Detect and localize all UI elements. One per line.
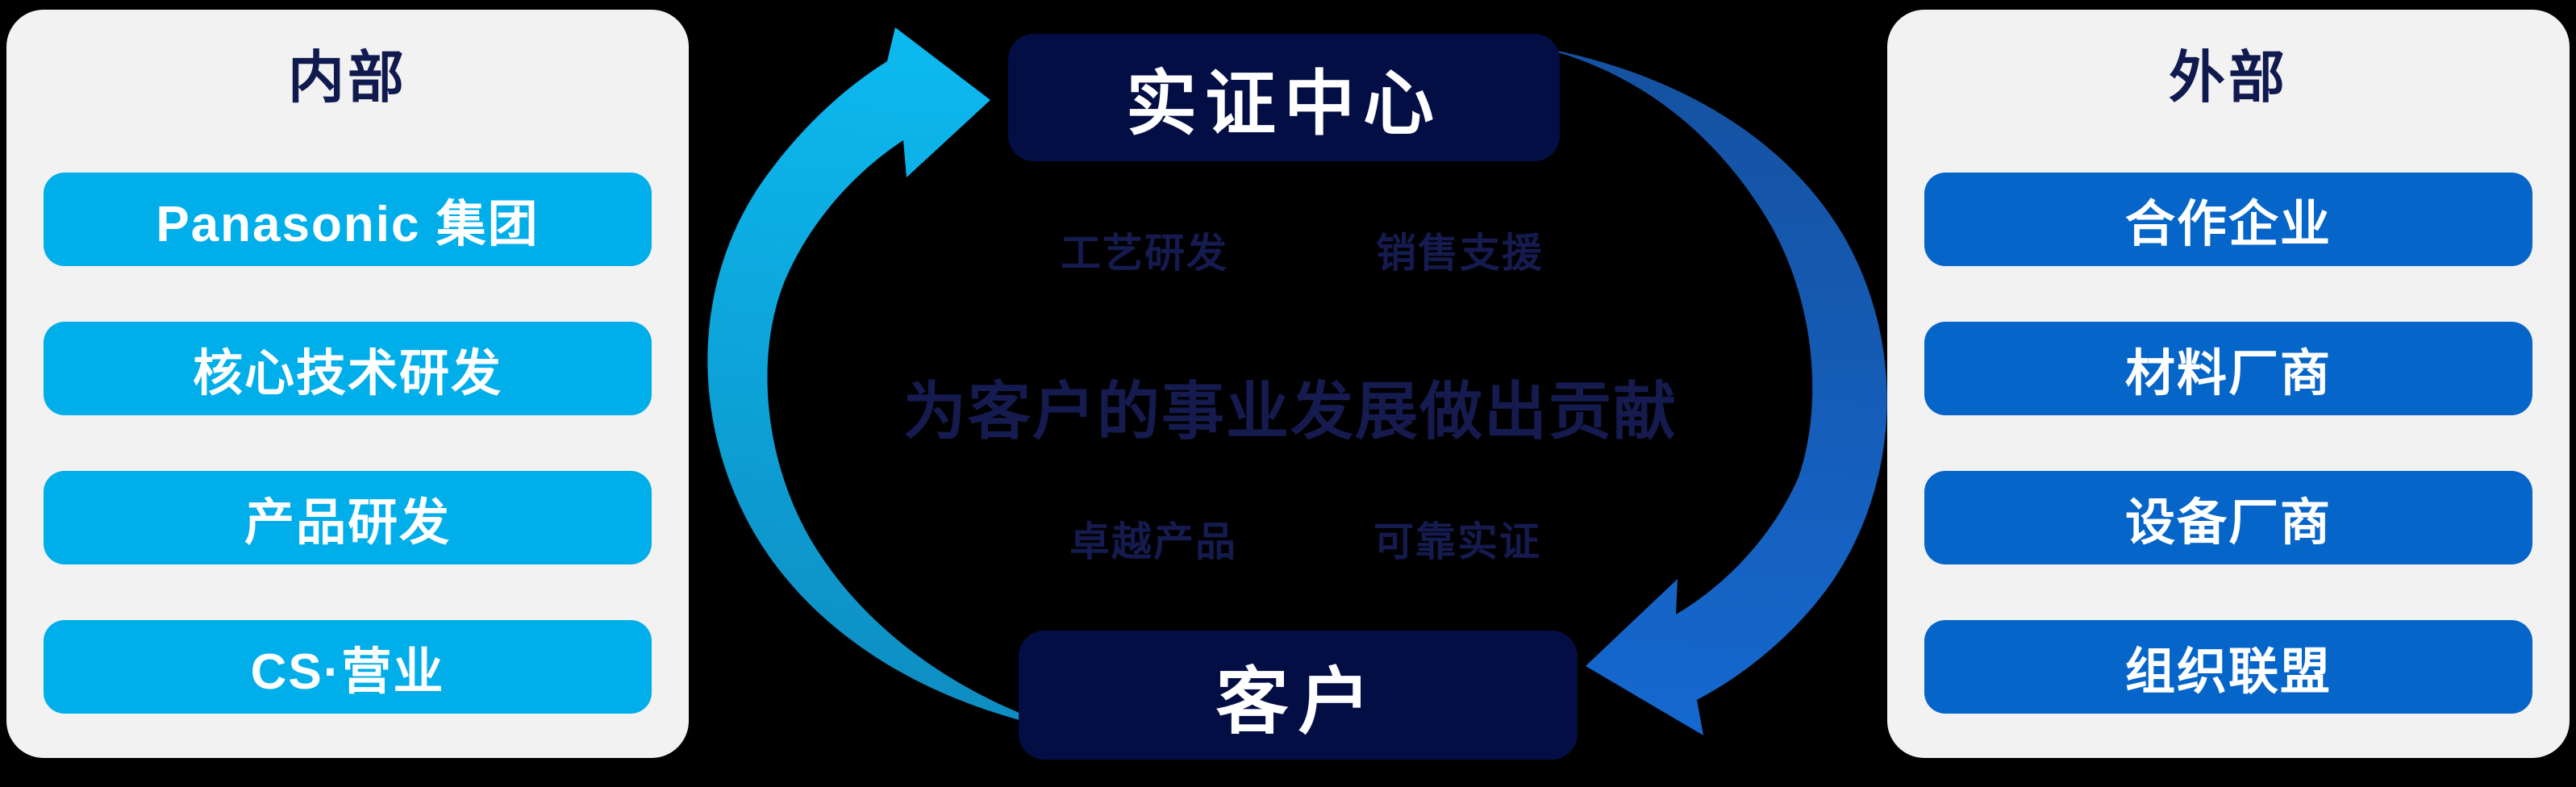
label-excellent-products: 卓越产品 <box>1069 519 1237 564</box>
external-item-material-makers: 材料厂商 <box>1924 322 2532 415</box>
customer-box: 客户 <box>1019 631 1578 760</box>
external-item-equipment-makers: 设备厂商 <box>1924 471 2532 564</box>
external-panel: 外部 合作企业 材料厂商 设备厂商 组织联盟 <box>1887 10 2570 758</box>
cycle-tagline: 为客户的事业发展做出贡献 <box>902 376 1678 447</box>
external-item-alliances: 组织联盟 <box>1924 620 2532 714</box>
internal-panel-title: 内部 <box>288 46 407 109</box>
cycle-arrow-down-icon <box>1537 47 1887 735</box>
label-process-rd: 工艺研发 <box>1061 231 1228 276</box>
internal-item-cs-sales: CS·营业 <box>44 620 652 714</box>
external-panel-title: 外部 <box>2169 46 2288 109</box>
internal-item-panasonic-group: Panasonic 集团 <box>44 173 652 266</box>
label-reliable-demonstration: 可靠实证 <box>1373 519 1541 564</box>
internal-item-core-tech-rd: 核心技术研发 <box>44 322 652 415</box>
internal-item-product-rd: 产品研发 <box>44 471 652 564</box>
internal-panel: 内部 Panasonic 集团 核心技术研发 产品研发 CS·营业 <box>6 10 689 758</box>
demonstration-center-box: 实证中心 <box>1008 34 1560 161</box>
label-sales-support: 销售支援 <box>1376 231 1544 276</box>
external-item-partner-companies: 合作企业 <box>1924 173 2532 266</box>
cycle-arrow-up-icon <box>707 27 1073 732</box>
